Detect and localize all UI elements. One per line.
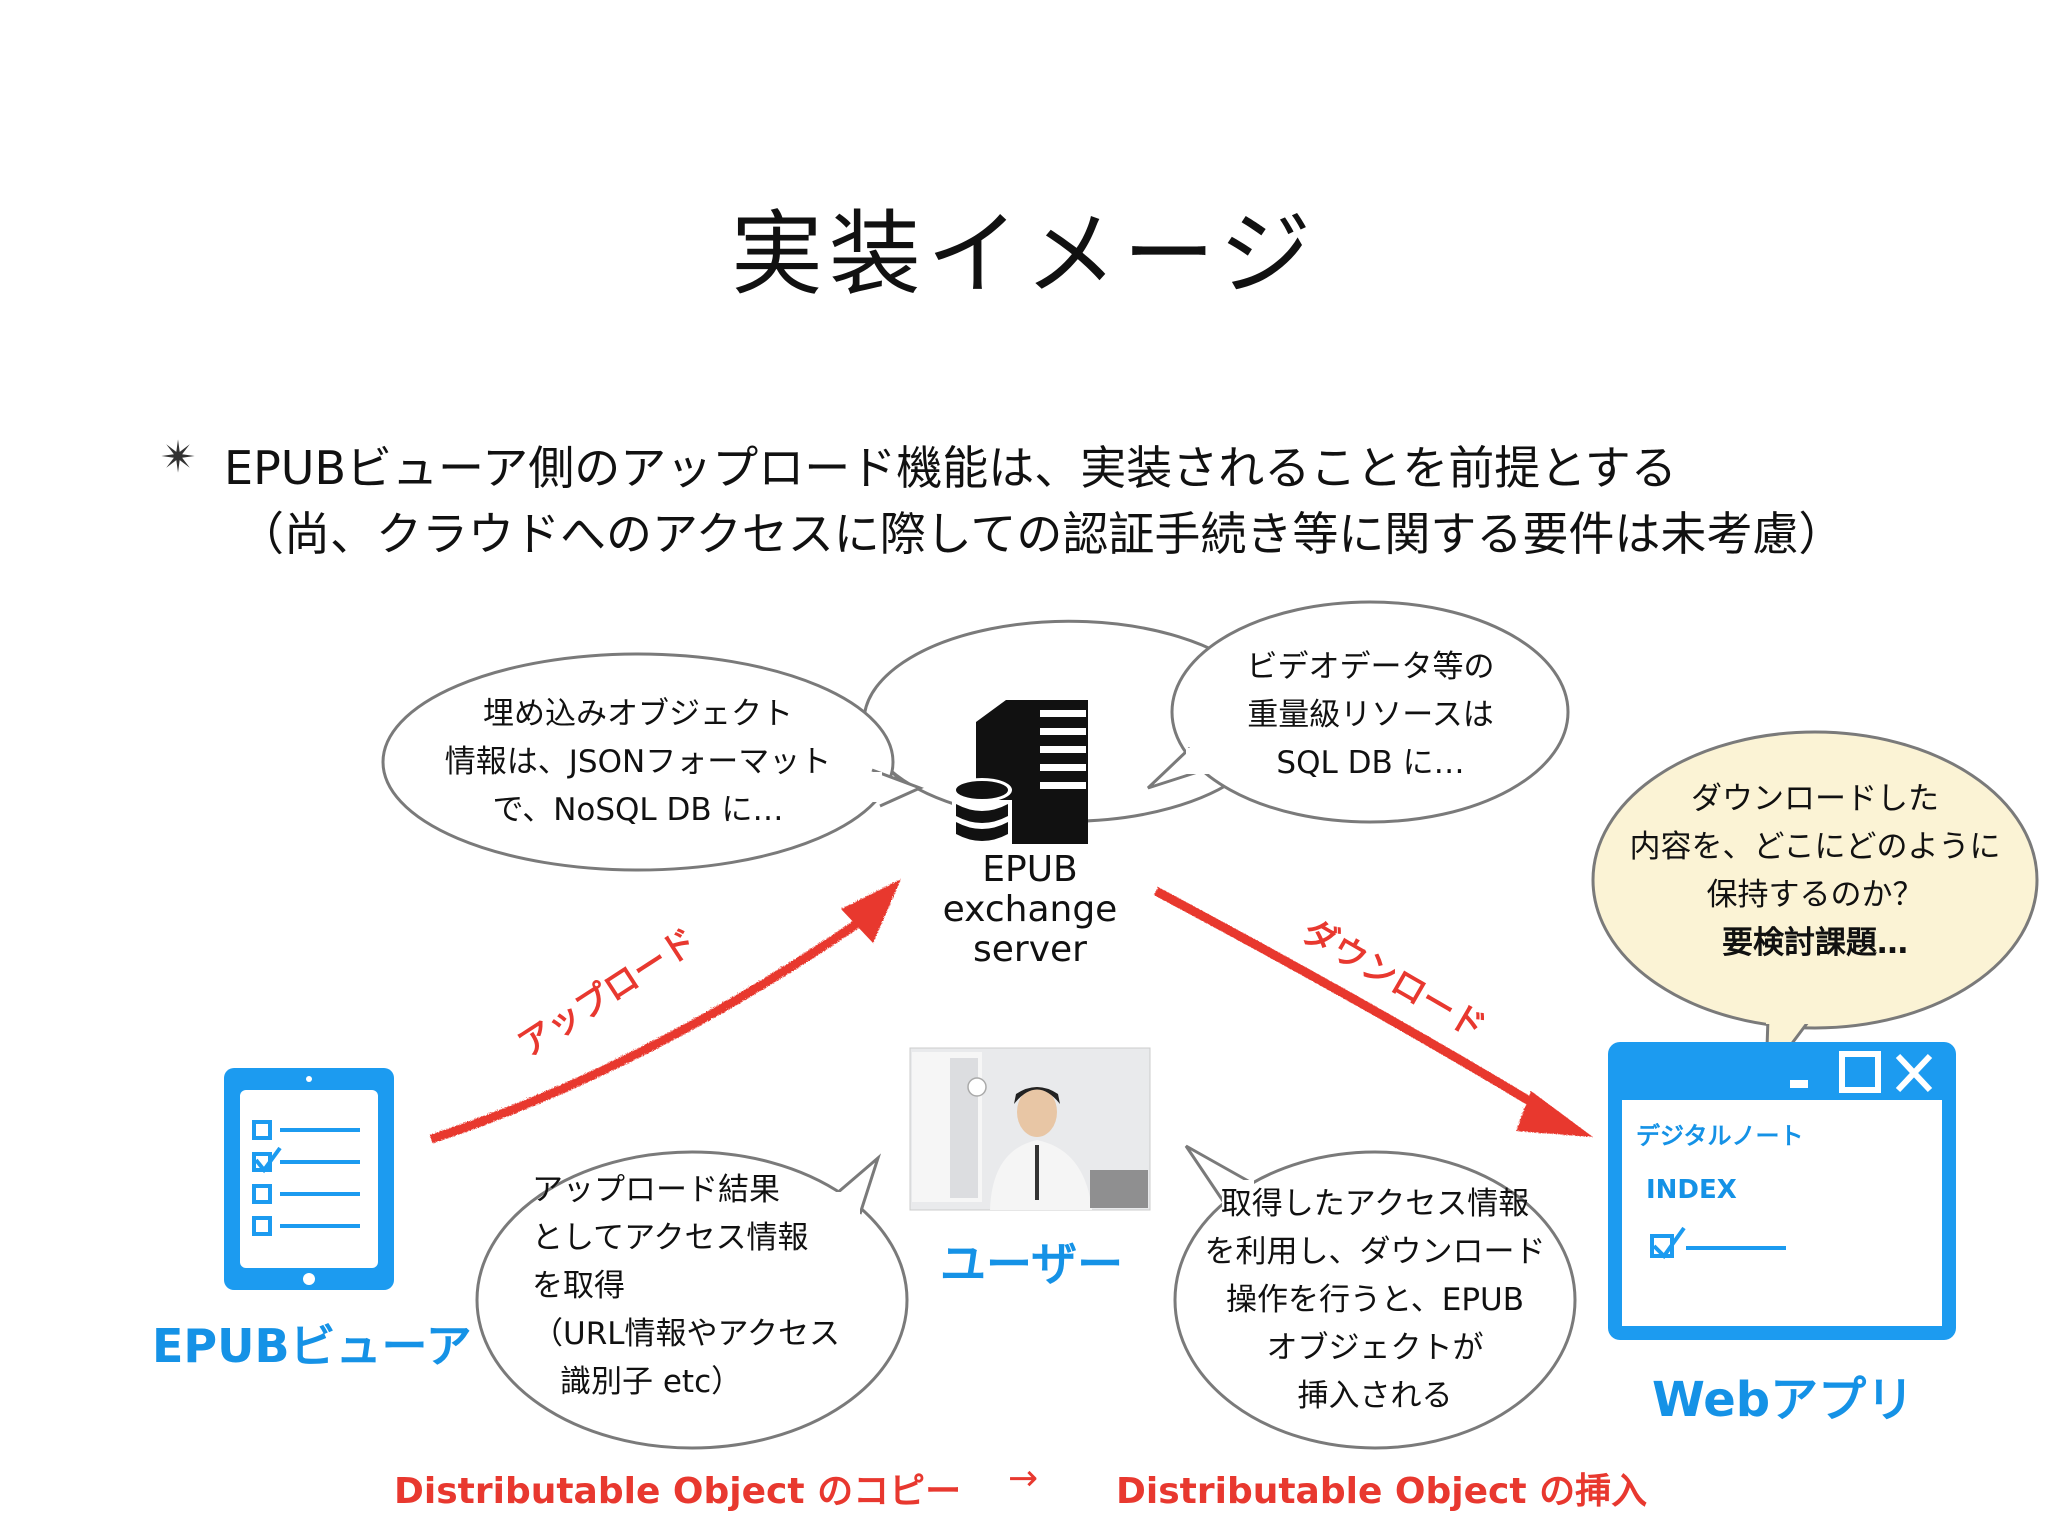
footer-right-text: Distributable Object の挿入 [1116,1471,1648,1512]
bubble-embed-line-1: 埋め込みオブジェクト [483,696,793,732]
upload-arrow-label: アップロード [511,921,704,1066]
bubble-dq-line-3: 保持するのか？ [1706,877,1924,913]
download-arrow [1152,886,1592,1136]
bubble-ur-line-4: （URL情報やアクセス [532,1316,840,1352]
bubble-insert-text: 取得したアクセス情報 を利用し、ダウンロード 操作を行うと、EPUB オブジェク… [1190,1180,1560,1420]
bubble-dq-line-4: 要検討課題… [1722,925,1908,961]
web-window-title: デジタルノート [1636,1122,1804,1150]
bullet-marker-icon: ✴ [160,432,197,483]
browser-window-icon [1608,1042,1956,1340]
bubble-insert-line-2: を利用し、ダウンロード [1204,1234,1546,1270]
web-app-label: Webアプリ [1652,1372,1915,1428]
slide-title: 実装イメージ [730,201,1318,308]
bullet-text-line-2: （尚、クラウドへのアクセスに際しての認証手続き等に関する要件は未考慮） [238,507,1845,561]
web-index-label: INDEX [1646,1175,1737,1205]
tablet-checklist-icon [224,1068,394,1290]
bubble-ur-line-1: アップロード結果 [532,1172,780,1208]
bubble-video-line-2: 重量級リソースは [1247,697,1494,733]
server-label-line-1: EPUB [982,849,1078,890]
bubble-video-text: ビデオデータ等の 重量級リソースは SQL DB に… [1198,643,1543,787]
upload-arrow [428,878,900,1143]
bubble-ur-line-2: としてアクセス情報 [532,1220,809,1256]
bubble-upload-result-text: アップロード結果 としてアクセス情報 を取得 （URL情報やアクセス 識別子 e… [532,1166,862,1406]
footer-left-text: Distributable Object のコピー [394,1471,962,1512]
bubble-insert [1173,1144,1577,1450]
bullet-text-line-1: EPUBビューア側のアップロード機能は、実装されることを前提とする [224,441,1677,495]
bubble-video-line-3: SQL DB に… [1276,745,1465,781]
server-database-icon [952,700,1088,844]
bubble-dq-line-2: 内容を、どこにどのように [1629,829,2001,865]
bubble-ur-line-5: 識別子 etc） [560,1364,743,1400]
bubble-ur-line-3: を取得 [532,1268,625,1304]
bubble-embed-line-3: で、NoSQL DB に… [492,792,784,828]
bubble-download-question-text: ダウンロードした 内容を、どこにどのように 保持するのか？ 要検討課題… [1610,775,2020,967]
bubble-insert-line-5: 挿入される [1297,1378,1453,1414]
bubble-insert-line-4: オブジェクトが [1266,1330,1484,1366]
bubble-embed-text: 埋め込みオブジェクト 情報は、JSONフォーマット で、NoSQL DB に… [428,690,848,834]
bubble-dq-line-1: ダウンロードした [1691,781,1939,817]
server-label-line-3: server [973,929,1087,970]
bubble-insert-line-1: 取得したアクセス情報 [1220,1186,1530,1222]
bubble-embed-json [381,619,1276,872]
bubble-upload-result [475,1150,909,1450]
bubble-video-line-1: ビデオデータ等の [1246,649,1495,685]
bubble-embed-line-2: 情報は、JSONフォーマット [444,744,832,780]
footer-arrow-icon: → [1008,1458,1039,1499]
server-label: EPUB exchange server [900,850,1160,970]
bubble-insert-line-3: 操作を行うと、EPUB [1226,1282,1524,1318]
user-at-computer-photo [909,1047,1151,1211]
bubble-video-sql [1146,600,1570,824]
epub-viewer-label: EPUBビューア [152,1319,472,1373]
server-label-line-2: exchange [942,889,1118,930]
user-label: ユーザー [940,1237,1124,1291]
bubble-download-question [1591,730,2039,1083]
